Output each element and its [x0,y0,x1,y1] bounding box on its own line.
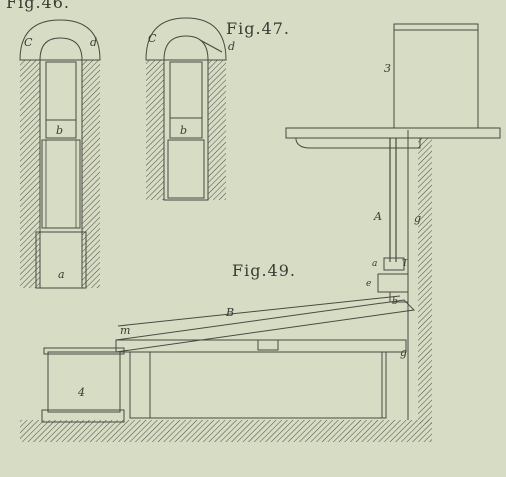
fig49-title: Fig.49. [232,261,296,280]
fig49-label-a: a [372,259,377,269]
tank-label-3: 3 [384,62,391,75]
fig47-pipe-d [199,39,223,53]
table-joint [257,339,279,351]
fig47-cylinder [167,139,205,199]
fig47-label-b: b [180,124,187,137]
fig47-chamber [163,59,209,201]
fig46-left-wall [20,60,40,288]
fig47-right-wall [208,60,226,200]
figure-47: Fig.47. C d b [145,17,290,201]
fig46-right-wall [82,60,100,288]
figure-49: Fig.49. a T e b B m g 4 [20,257,432,442]
table-body [129,351,387,419]
fig47-left-wall [146,60,164,200]
fig47-label-c: C [148,32,157,45]
fig46-plate-b [45,119,77,139]
fig47-label-d: d [228,40,235,53]
fig46-title: Fig.46. [6,0,70,12]
fig49-label-B: B [225,306,234,319]
figure-48: 3 A g [285,23,501,424]
fig46-cylinder [41,139,81,229]
tub-label-4: 4 [77,386,85,399]
fig47-title: Fig.47. [226,19,290,38]
fig46-label-a: a [58,268,65,281]
figure-46: Fig.46. C d b a [6,0,101,289]
valve-a [383,257,405,271]
fig49-label-g: g [400,346,407,359]
fig47-dome [145,17,227,61]
fig49-label-m: m [120,324,130,337]
fig46-dome [19,19,101,61]
label-g-upper: g [414,212,421,225]
ground [20,420,432,442]
fig46-water [35,231,87,289]
fig49-label-b: b [392,297,398,307]
fig49-label-e: e [366,279,371,289]
fig46-label-b: b [56,124,63,137]
fig47-plate-b [169,117,203,139]
shelf-bracket [295,137,421,149]
fig49-label-T: T [402,259,409,269]
fig46-label-c: C [24,36,33,49]
tub-4 [47,351,121,413]
fig46-label-d: d [90,36,97,49]
trough-lid [117,295,401,327]
label-A: A [373,210,382,223]
wall [418,138,432,424]
